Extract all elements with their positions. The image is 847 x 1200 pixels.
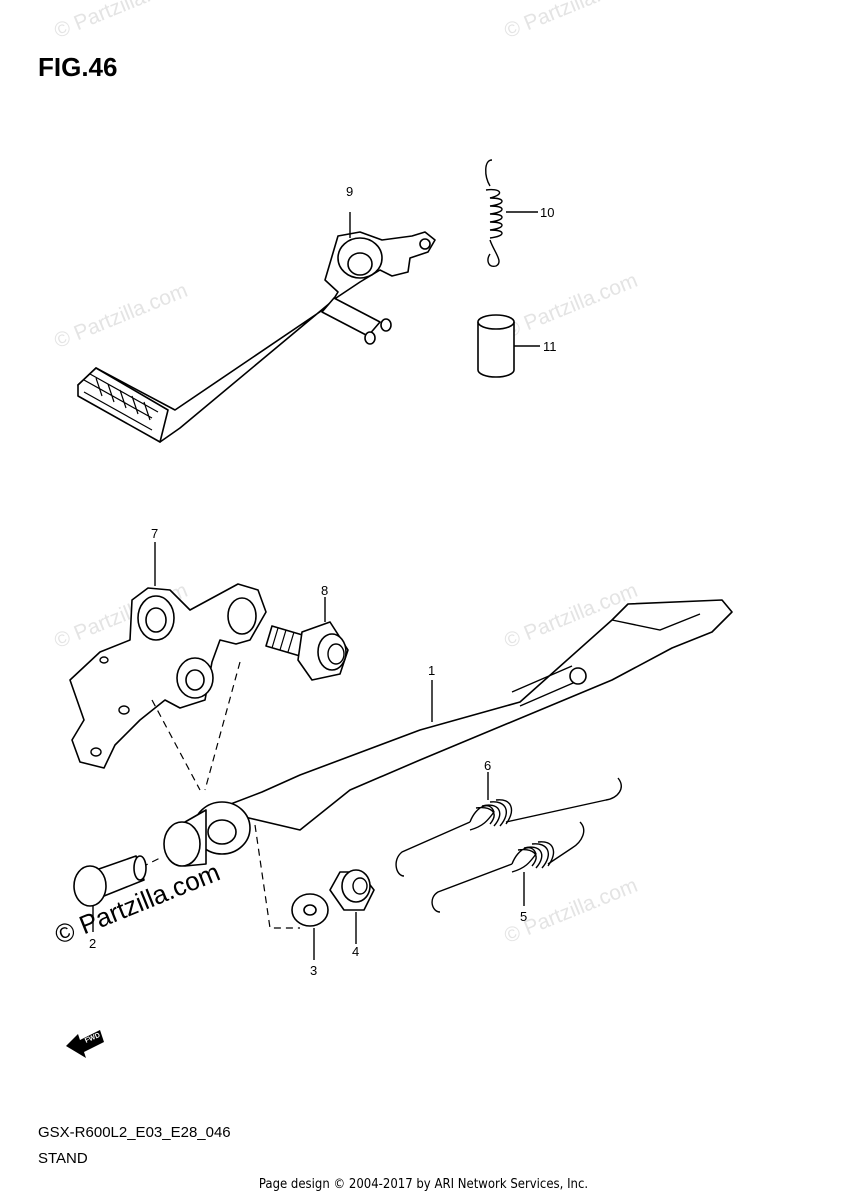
callout-11: 11 [543,339,557,354]
part-6-spring [395,772,622,877]
part-4-nut [329,869,375,944]
part-1-stand [119,599,733,929]
part-5-spring [431,821,585,913]
part-2-pivot-bolt [73,855,147,932]
part-9-pedal [77,212,436,443]
callout-3: 3 [310,963,318,978]
part-11-collar [477,314,540,378]
callout-8: 8 [321,583,329,598]
part-10-spring [485,159,538,268]
part-7-bracket [69,542,267,769]
callout-4: 4 [352,944,360,959]
callout-1: 1 [428,663,436,678]
diagram-code: GSX-R600L2_E03_E28_046 [38,1124,231,1141]
callout-2: 2 [89,936,97,951]
callout-9: 9 [346,184,354,199]
part-3-washer [291,893,329,960]
callout-6: 6 [484,758,492,773]
figure-title: FIG.46 [38,52,118,82]
footer-copyright: Page design © 2004-2017 by ARI Network S… [258,1177,589,1192]
section-name: STAND [38,1150,88,1167]
callout-7: 7 [151,526,159,541]
callout-10: 10 [540,205,555,220]
callout-5: 5 [520,909,528,924]
fwd-arrow-icon: FWD [66,1030,104,1058]
part-8-bolt [265,597,349,681]
